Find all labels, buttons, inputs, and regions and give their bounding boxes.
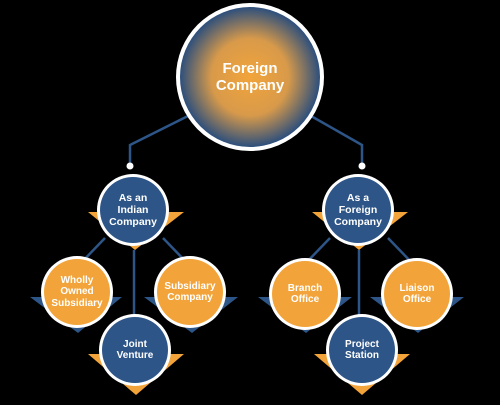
leaf-node-liaison-office	[384, 261, 450, 327]
root-node	[180, 7, 320, 147]
connector-dot-left	[126, 162, 134, 170]
leaf-node-branch-office	[272, 261, 338, 327]
leaf-node-subsidiary	[157, 259, 223, 325]
leaf-node-wholly-owned	[44, 259, 110, 325]
leaf-node-joint-venture	[102, 317, 168, 383]
branch-node-left	[100, 177, 166, 243]
connector-root-right	[303, 110, 364, 165]
branch-node-right	[325, 177, 391, 243]
connector-dot-right	[358, 162, 366, 170]
leaf-node-project-station	[329, 317, 395, 383]
connector-root-left	[128, 110, 197, 165]
